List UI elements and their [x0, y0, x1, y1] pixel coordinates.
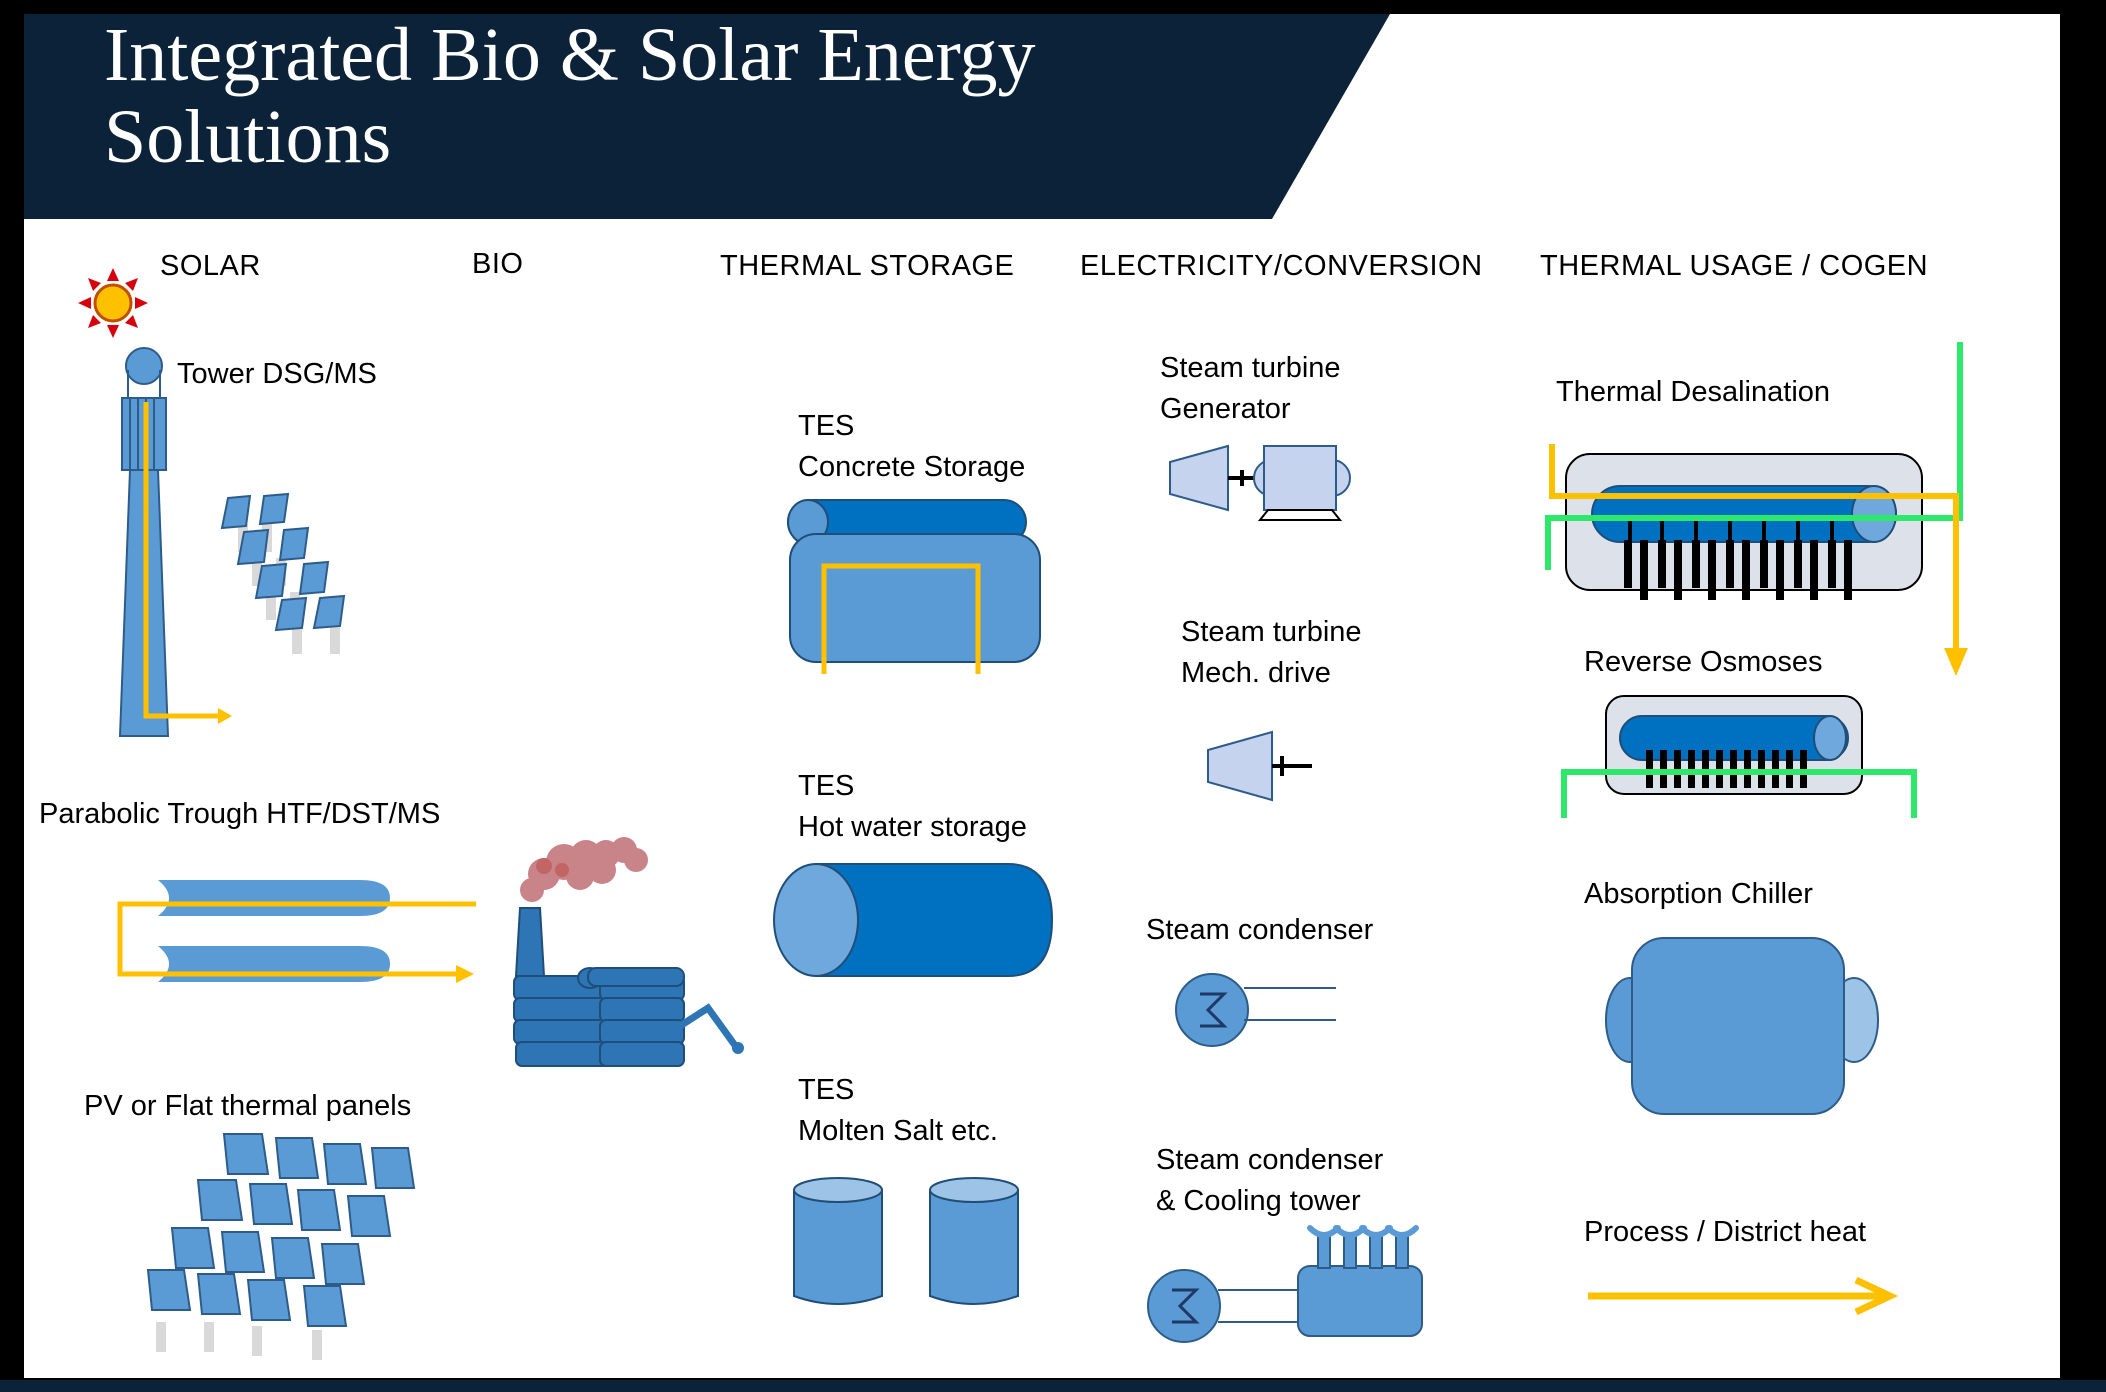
label-absorption-chiller: Absorption Chiller: [1584, 878, 1813, 910]
heliostat-field-icon: [220, 492, 346, 654]
label-reverse-osmosis: Reverse Osmoses: [1584, 646, 1823, 678]
pv-panel-array-icon: [146, 1133, 416, 1360]
concrete-storage-icon: [787, 499, 1041, 674]
label-steam-turbine-mechdrive-line1: Steam turbine: [1181, 616, 1362, 648]
header-thermal-storage: THERMAL STORAGE: [720, 250, 1015, 282]
label-tes-concrete-line1: TES: [798, 410, 855, 442]
label-parabolic-trough: Parabolic Trough HTF/DST/MS: [39, 798, 441, 830]
label-tes-moltensalt-line1: TES: [798, 1074, 855, 1106]
label-condenser-cooling-tower-line1: Steam condenser: [1156, 1144, 1384, 1176]
label-steam-turbine-mechdrive: Steam turbine Mech. drive: [1181, 612, 1362, 694]
page-title: Integrated Bio & Solar Energy Solutions: [104, 14, 1304, 178]
label-tes-hotwater: TES Hot water storage: [798, 766, 1027, 848]
title-line-1: Integrated Bio & Solar Energy: [104, 14, 1036, 97]
label-tower: Tower DSG/MS: [177, 358, 377, 390]
molten-salt-tanks-icon: [793, 1177, 1019, 1305]
solar-tower-icon: [118, 347, 232, 737]
label-process-district-heat: Process / District heat: [1584, 1216, 1867, 1248]
absorption-chiller-icon: [1605, 937, 1879, 1115]
label-steam-condenser: Steam condenser: [1146, 914, 1374, 946]
header-electricity-conversion: ELECTRICITY/CONVERSION: [1080, 250, 1483, 282]
label-condenser-cooling-tower: Steam condenser & Cooling tower: [1156, 1140, 1383, 1222]
title-banner: Integrated Bio & Solar Energy Solutions: [24, 14, 1414, 219]
thermal-desalination-icon: [1545, 342, 1968, 676]
label-tes-hotwater-line2: Hot water storage: [798, 811, 1027, 843]
header-thermal-usage: THERMAL USAGE / COGEN: [1540, 250, 1929, 282]
slide: Integrated Bio & Solar Energy Solutions …: [24, 14, 2060, 1378]
label-thermal-desalination: Thermal Desalination: [1556, 376, 1831, 408]
condenser-cooling-tower-icon: [1147, 1225, 1423, 1343]
turbine-generator-icon: [1169, 444, 1351, 521]
turbine-mech-drive-icon: [1207, 730, 1312, 802]
label-steam-turbine-generator: Steam turbine Generator: [1160, 348, 1341, 430]
parabolic-trough-icon: [117, 880, 476, 983]
label-steam-turbine-mechdrive-line2: Mech. drive: [1181, 657, 1331, 689]
label-condenser-cooling-tower-line2: & Cooling tower: [1156, 1185, 1361, 1217]
reverse-osmosis-icon: [1561, 695, 1917, 818]
label-tes-hotwater-line1: TES: [798, 770, 855, 802]
sun-icon: [78, 268, 148, 338]
header-solar: SOLAR: [160, 250, 261, 282]
process-heat-arrow-icon: [1588, 1276, 1899, 1316]
title-line-2: Solutions: [104, 95, 392, 179]
label-steam-turbine-generator-line2: Generator: [1160, 393, 1291, 425]
label-tes-moltensalt-line2: Molten Salt etc.: [798, 1115, 998, 1147]
label-tes-concrete-line2: Concrete Storage: [798, 451, 1026, 483]
label-pv-panels: PV or Flat thermal panels: [84, 1090, 412, 1122]
label-steam-turbine-generator-line1: Steam turbine: [1160, 352, 1341, 384]
bio-power-plant-icon: [513, 837, 744, 1067]
header-bio: BIO: [472, 248, 524, 280]
footer-bar: [0, 1380, 2106, 1392]
hot-water-tank-icon: [773, 863, 1054, 977]
label-tes-concrete: TES Concrete Storage: [798, 406, 1025, 488]
steam-condenser-icon: [1175, 973, 1336, 1047]
banner-shape: [24, 14, 1390, 219]
label-tes-moltensalt: TES Molten Salt etc.: [798, 1070, 998, 1152]
